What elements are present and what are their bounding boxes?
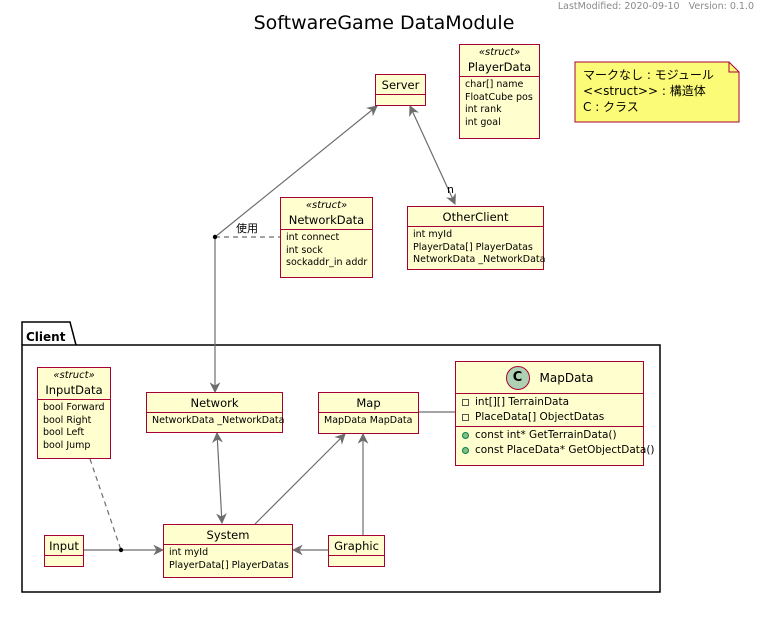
method: const PlaceData* GetObjectData() [475, 444, 655, 456]
field-row: PlaceData[] ObjectDatas [462, 410, 637, 425]
class-name: InputData [45, 383, 103, 397]
version: Version: 0.1.0 [688, 1, 754, 12]
field: MapData MapData [324, 415, 413, 426]
network-system-link [212, 431, 227, 525]
field: int connect [286, 232, 340, 243]
class-graphic[interactable]: Graphic [328, 535, 385, 567]
field: int myId [169, 547, 209, 558]
note-line: C : クラス [583, 100, 639, 114]
method-row: const PlaceData* GetObjectData() [462, 443, 655, 458]
note-line: マークなし : モジュール [583, 68, 714, 82]
class-name: Graphic [334, 539, 379, 553]
field: bool Jump [43, 439, 91, 451]
field: int goal [465, 116, 501, 128]
public-icon [462, 446, 469, 454]
class-inputdata[interactable]: «struct» InputData bool Forward bool Rig… [37, 367, 111, 459]
class-server[interactable]: Server [375, 74, 426, 106]
input-junction-dot [118, 547, 124, 553]
junction-to-server [214, 105, 378, 238]
field: bool Left [43, 427, 85, 439]
field: int rank [465, 104, 502, 116]
inputdata-dashed-link [89, 458, 122, 551]
server-otherclient-link [409, 105, 456, 205]
field-row: int[][] TerrainData [462, 395, 637, 410]
private-icon [462, 398, 469, 406]
legend-note: マークなし : モジュール <<struct>> : 構造体 C : クラス [575, 62, 739, 122]
stereotype: «struct» [53, 370, 95, 381]
field: sockaddr_in addr [286, 257, 368, 269]
class-networkdata[interactable]: «struct» NetworkData int connect int soc… [280, 197, 373, 278]
field: int myId [413, 229, 453, 240]
class-name: Server [381, 78, 420, 92]
stereotype: «struct» [478, 47, 521, 58]
note-shape [574, 61, 740, 123]
class-mapdata[interactable]: C MapData int[][] TerrainData PlaceData[… [455, 361, 655, 466]
class-name: MapData [539, 371, 594, 385]
field: int sock [286, 244, 323, 256]
multiplicity-label: n [447, 183, 454, 196]
diagram-title: SoftwareGame DataModule [253, 12, 515, 34]
stereotype: «struct» [305, 200, 348, 211]
class-name: NetworkData [288, 213, 365, 227]
public-icon [462, 431, 469, 439]
class-otherclient[interactable]: OtherClient int myId PlayerData[] Player… [407, 206, 546, 270]
class-network[interactable]: Network NetworkData _NetworkData [146, 392, 285, 433]
class-name: Input [49, 539, 79, 553]
class-playerdata[interactable]: «struct» PlayerData char[] name FloatCub… [459, 44, 540, 139]
field: bool Forward [43, 402, 105, 413]
class-system[interactable]: System int myId PlayerData[] PlayerDatas [163, 524, 293, 578]
class-name: OtherClient [442, 210, 509, 224]
last-modified: LastModified: 2020-09-10 [557, 1, 680, 12]
header-meta: LastModified: 2020-09-10 Version: 0.1.0 [558, 1, 754, 12]
class-input[interactable]: Input [44, 535, 84, 567]
method-row: const int* GetTerrainData() [462, 428, 637, 443]
class-name: PlayerData [467, 60, 532, 74]
package-label: Client [26, 330, 66, 344]
note-line: <<struct>> : 構造体 [583, 84, 706, 98]
class-map[interactable]: Map MapData MapData [318, 392, 419, 434]
field: FloatCube pos [465, 91, 533, 103]
field: PlayerData[] PlayerDatas [413, 241, 533, 253]
field: bool Right [43, 414, 92, 426]
class-name: Network [190, 396, 239, 410]
package-tab [21, 321, 77, 346]
package-frame [21, 344, 661, 593]
class-name: System [206, 528, 250, 542]
private-icon [462, 413, 469, 421]
class-c-icon: C [505, 366, 530, 390]
use-label: 使用 [236, 222, 258, 235]
method: const int* GetTerrainData() [475, 429, 617, 441]
field: NetworkData _NetworkData [413, 254, 546, 266]
field: PlayerData[] PlayerDatas [169, 559, 289, 571]
field: NetworkData _NetworkData [152, 415, 285, 426]
system-map-link [254, 433, 346, 525]
field: int[][] TerrainData [475, 396, 570, 408]
class-name: Map [356, 396, 381, 410]
field: PlaceData[] ObjectDatas [475, 411, 605, 423]
junction-dot [212, 234, 218, 240]
field: char[] name [465, 79, 524, 90]
